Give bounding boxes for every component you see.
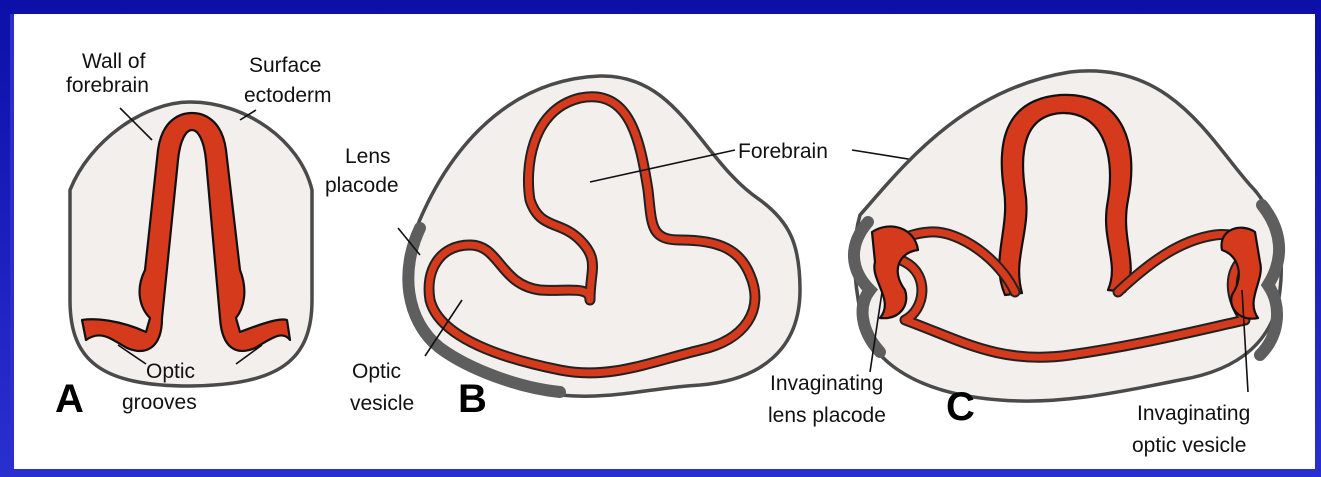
label-optic-vesicle-1: Optic [352,360,401,383]
label-wall-of-forebrain-1: Wall of [82,50,146,73]
stage-a: Wall of forebrain Surface ectoderm Optic… [55,50,332,421]
stage-c: Invaginating lens placode Invaginating o… [768,71,1281,457]
label-surface-ectoderm-1: Surface [249,54,321,77]
label-invaginating-optic-1: Invaginating [1137,402,1250,425]
stage-b: Lens placode Optic vesicle B [325,76,800,421]
stage-b-ectoderm [405,76,800,396]
label-optic-vesicle-2: vesicle [350,392,414,415]
label-optic-grooves-1: Optic [146,360,195,383]
label-forebrain: Forebrain [738,140,828,163]
label-optic-grooves-2: grooves [122,391,197,414]
label-surface-ectoderm-2: ectoderm [244,84,332,107]
stage-a-ectoderm [70,102,312,386]
label-invaginating-lens-1: Invaginating [770,372,883,395]
label-lens-placode-2: placode [325,174,399,197]
label-invaginating-optic-2: optic vesicle [1132,434,1246,457]
panel-letter-c: C [946,385,975,429]
label-invaginating-lens-2: lens placode [768,404,886,427]
label-wall-of-forebrain-2: forebrain [66,74,149,97]
panel-letter-b: B [458,377,487,421]
panel-letter-a: A [55,377,84,421]
label-lens-placode-1: Lens [345,145,391,168]
